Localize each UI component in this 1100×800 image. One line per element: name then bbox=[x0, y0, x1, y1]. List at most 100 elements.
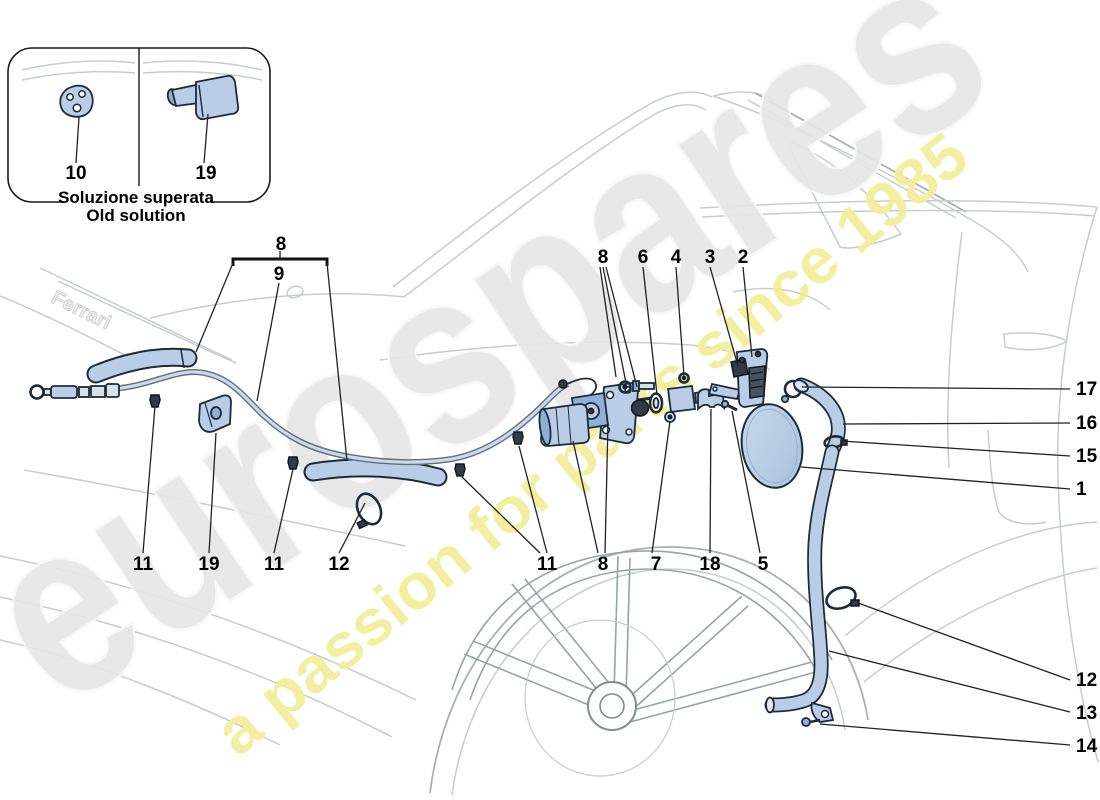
cable-adjuster bbox=[105, 383, 120, 398]
watermark: eurospares a passion for parts since 198… bbox=[0, 0, 1032, 769]
spoke bbox=[613, 555, 619, 695]
leader-lines bbox=[142, 251, 1071, 746]
window-sill-line bbox=[392, 91, 713, 288]
inset-callout-10: 10 bbox=[65, 163, 86, 184]
plate-hole bbox=[605, 390, 615, 400]
clamp-band bbox=[825, 585, 857, 611]
callout-17: 17 bbox=[1076, 379, 1097, 400]
wheel-arch-inner bbox=[451, 568, 846, 796]
callout-7: 7 bbox=[651, 554, 662, 575]
leader-line bbox=[642, 266, 658, 396]
callout-mech-6: 6 bbox=[638, 247, 649, 268]
leader-line bbox=[273, 468, 294, 554]
lever-hole bbox=[712, 386, 718, 392]
callout-11b: 11 bbox=[264, 554, 285, 575]
bolt-shank bbox=[638, 382, 655, 390]
washer-4-center bbox=[681, 375, 687, 381]
retaining-clips bbox=[149, 394, 524, 477]
bolt-head bbox=[801, 717, 811, 727]
hood-line bbox=[149, 293, 406, 319]
rim-inner bbox=[469, 568, 816, 701]
callout-12b: 12 bbox=[1076, 670, 1097, 691]
callout-9: 9 bbox=[274, 264, 285, 285]
caption-backing bbox=[62, 186, 210, 226]
cup-ring-6-inner bbox=[652, 397, 660, 409]
clamp-screw bbox=[840, 439, 848, 446]
sheath-fill bbox=[305, 460, 446, 485]
parts bbox=[29, 347, 860, 727]
motor-rib bbox=[567, 405, 572, 445]
breather-hose-lower bbox=[764, 444, 840, 723]
rim-outer bbox=[451, 550, 833, 691]
callout-14: 14 bbox=[1076, 736, 1098, 757]
leader-line bbox=[461, 476, 541, 554]
inset-caption-italian: Soluzione superata bbox=[58, 188, 214, 207]
deck-line-1 bbox=[699, 199, 1098, 209]
plate-hole bbox=[78, 90, 86, 98]
spoke bbox=[472, 640, 616, 700]
leader-line bbox=[675, 266, 685, 377]
plate-hole bbox=[72, 103, 82, 113]
callout-19b: 19 bbox=[198, 554, 219, 575]
leader-line bbox=[208, 432, 217, 554]
leader-line bbox=[828, 650, 1071, 713]
bumper-sweep-1 bbox=[844, 521, 1098, 637]
sill-script: Ferrari bbox=[48, 287, 115, 335]
latch-tooth bbox=[750, 385, 764, 389]
clip-11-d bbox=[512, 431, 524, 445]
sheath-fill bbox=[88, 349, 196, 382]
tab-hole bbox=[820, 709, 830, 719]
window-sill-inner-line bbox=[403, 104, 707, 298]
callout-18: 18 bbox=[699, 554, 720, 575]
deck-line-2 bbox=[701, 209, 1095, 218]
leader-line bbox=[256, 282, 280, 402]
cable-fill bbox=[43, 370, 569, 464]
rubber-grommet-7area bbox=[630, 399, 650, 417]
mechanism-hardware bbox=[618, 372, 742, 423]
callout-16: 16 bbox=[1076, 413, 1097, 434]
spoke bbox=[511, 583, 605, 699]
handle-barrel bbox=[50, 385, 78, 399]
callout-1: 1 bbox=[1076, 479, 1087, 500]
leader-line bbox=[326, 262, 348, 462]
leader-line bbox=[801, 386, 1071, 390]
leader-line bbox=[709, 408, 712, 554]
clamp-screw bbox=[850, 599, 860, 607]
leader-line bbox=[651, 420, 671, 554]
rocker-line-4 bbox=[0, 639, 281, 746]
rocker-line-3 bbox=[23, 469, 406, 547]
rocker-line-2 bbox=[0, 596, 393, 738]
clip-11-b bbox=[287, 456, 299, 470]
leader-line bbox=[842, 422, 1071, 425]
spoke bbox=[629, 605, 749, 713]
cable-ferrule-1 bbox=[78, 386, 90, 398]
leader-line bbox=[142, 405, 156, 554]
callout-8-group: 8 bbox=[276, 234, 287, 255]
rear-wheel bbox=[451, 550, 833, 777]
spoke bbox=[625, 557, 631, 697]
motor-body bbox=[540, 403, 590, 447]
quarter-window bbox=[788, 141, 903, 249]
callout-15: 15 bbox=[1076, 446, 1098, 467]
callout-11a: 11 bbox=[133, 554, 154, 575]
sill-diagonal-3 bbox=[0, 295, 139, 363]
bracket-hole bbox=[210, 406, 222, 420]
wheel-hub-cap bbox=[599, 693, 625, 719]
hinge-screw bbox=[754, 350, 762, 358]
rocker-line-1 bbox=[0, 555, 417, 701]
leader-line bbox=[709, 266, 739, 367]
hinge-screw bbox=[738, 356, 746, 364]
mount-bolt-14 bbox=[801, 717, 821, 727]
leader-line bbox=[572, 440, 599, 554]
flap-disc bbox=[740, 403, 804, 489]
washer-8 bbox=[618, 380, 632, 394]
body-flap-mark bbox=[286, 285, 304, 299]
inset-callout-19: 19 bbox=[195, 163, 216, 184]
buttress-top-line bbox=[712, 91, 776, 102]
spoke bbox=[463, 653, 607, 713]
motor-rib bbox=[555, 406, 560, 446]
spoke bbox=[625, 661, 813, 713]
leader-line bbox=[840, 440, 1071, 457]
old-valve-body-19 bbox=[195, 74, 240, 121]
